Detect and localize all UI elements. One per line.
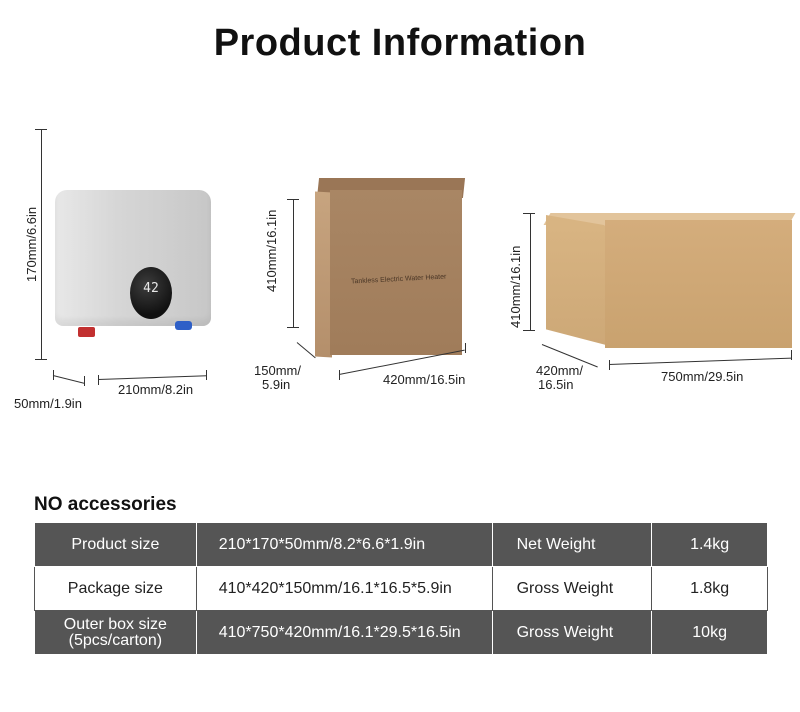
- dimension-tick: [523, 213, 535, 214]
- dimension-tick: [35, 359, 47, 360]
- width-dimension-line: [608, 357, 792, 365]
- row-dimensions: 410*420*150mm/16.1*16.5*5.9in: [195, 566, 493, 611]
- heater-height-label: 170mm/6.6in: [24, 206, 39, 282]
- row-label-line2: (5pcs/carton): [68, 631, 163, 649]
- page-title: Product Information: [213, 22, 587, 64]
- dimension-tick: [206, 370, 207, 380]
- width-dimension-line: [97, 375, 207, 380]
- package-depth-label-line1: 150mm/: [254, 363, 301, 378]
- table-row: Package size 410*420*150mm/16.1*16.5*5.9…: [34, 566, 768, 611]
- dimension-tick: [287, 327, 299, 328]
- height-dimension-line: [41, 129, 42, 359]
- hot-pipe: [78, 327, 95, 337]
- dimension-tick: [53, 370, 54, 380]
- dimension-tick: [98, 375, 99, 385]
- outer-width-label: 750mm/29.5in: [661, 369, 744, 384]
- package-width-label: 420mm/16.5in: [383, 372, 466, 387]
- depth-dimension-line: [52, 375, 85, 384]
- row-label: Package size: [34, 566, 197, 611]
- row-weight-label: Gross Weight: [491, 566, 653, 611]
- row-weight-label: Net Weight: [491, 522, 653, 567]
- outer-height-label: 410mm/16.1in: [508, 245, 523, 328]
- row-dimensions: 410*750*420mm/16.1*29.5*16.5in: [195, 610, 493, 655]
- package-box-image: [330, 190, 462, 355]
- heater-width-label: 210mm/8.2in: [118, 382, 194, 397]
- row-weight-label: Gross Weight: [491, 610, 653, 655]
- row-weight: 1.8kg: [651, 566, 768, 611]
- heater-display: 42: [130, 267, 172, 319]
- outer-depth-label-line1: 420mm/: [536, 363, 583, 378]
- row-weight: 10kg: [651, 610, 768, 655]
- spec-table: Product size 210*170*50mm/8.2*6.6*1.9in …: [34, 522, 768, 655]
- row-label: Outer box size (5pcs/carton): [34, 610, 197, 655]
- display-value: 42: [143, 281, 159, 296]
- dimension-tick: [339, 370, 340, 380]
- dimension-tick: [84, 376, 85, 386]
- dimension-tick: [465, 343, 466, 353]
- row-label: Product size: [34, 522, 197, 567]
- height-dimension-line: [530, 213, 531, 330]
- cold-pipe: [175, 321, 192, 330]
- accessories-heading: NO accessories: [34, 494, 177, 515]
- outer-depth-label-line2: 16.5in: [538, 377, 574, 392]
- height-dimension-line: [293, 199, 294, 327]
- table-row: Outer box size (5pcs/carton) 410*750*420…: [34, 610, 768, 655]
- row-label-line1: Outer box size: [63, 615, 167, 633]
- dimension-tick: [791, 350, 792, 360]
- row-dimensions: 210*170*50mm/8.2*6.6*1.9in: [195, 522, 493, 567]
- row-weight: 1.4kg: [651, 522, 768, 567]
- depth-dimension-line: [296, 342, 316, 359]
- table-row: Product size 210*170*50mm/8.2*6.6*1.9in …: [34, 522, 768, 567]
- package-height-label: 410mm/16.1in: [264, 209, 279, 292]
- heater-depth-label: 50mm/1.9in: [14, 396, 82, 411]
- package-depth-label-line2: 5.9in: [262, 377, 291, 392]
- box-side: [546, 215, 606, 345]
- dimension-tick: [523, 330, 535, 331]
- dimension-tick: [609, 360, 610, 370]
- outer-box-image: [605, 220, 792, 348]
